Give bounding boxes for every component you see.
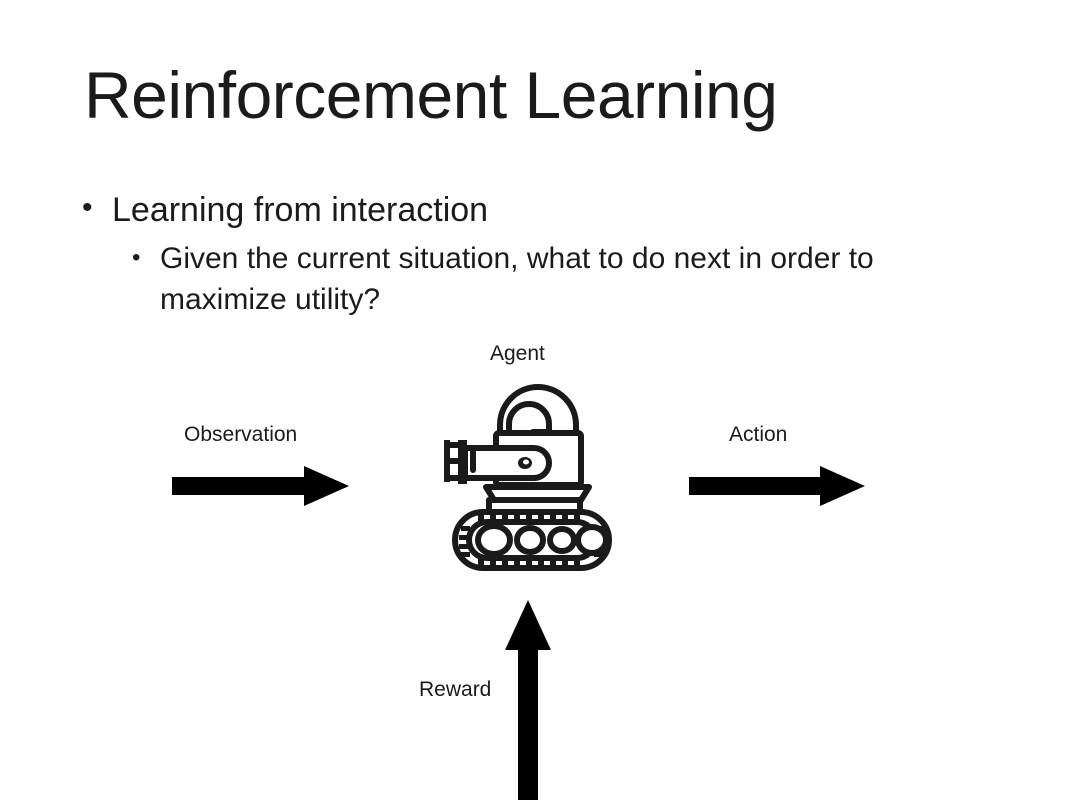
action-arrow-icon — [689, 466, 865, 506]
bullet-level-1: • Learning from interaction — [82, 188, 982, 232]
diagram-label-action: Action — [729, 423, 788, 446]
page-title: Reinforcement Learning — [84, 58, 778, 132]
robot-tank-icon — [444, 384, 612, 571]
sub-bullet-marker-icon: • — [132, 244, 141, 271]
diagram-label-reward: Reward — [419, 678, 492, 701]
observation-arrow-icon — [172, 466, 349, 506]
diagram-label-observation: Observation — [184, 423, 298, 446]
diagram-label-agent: Agent — [490, 342, 545, 365]
bullet-level-2: • Given the current situation, what to d… — [132, 238, 1012, 320]
bullet-marker-icon: • — [82, 191, 93, 224]
reward-arrow-icon — [505, 600, 551, 800]
bullet-level-2-text: Given the current situation, what to do … — [160, 242, 874, 316]
bullet-level-1-text: Learning from interaction — [112, 191, 489, 229]
